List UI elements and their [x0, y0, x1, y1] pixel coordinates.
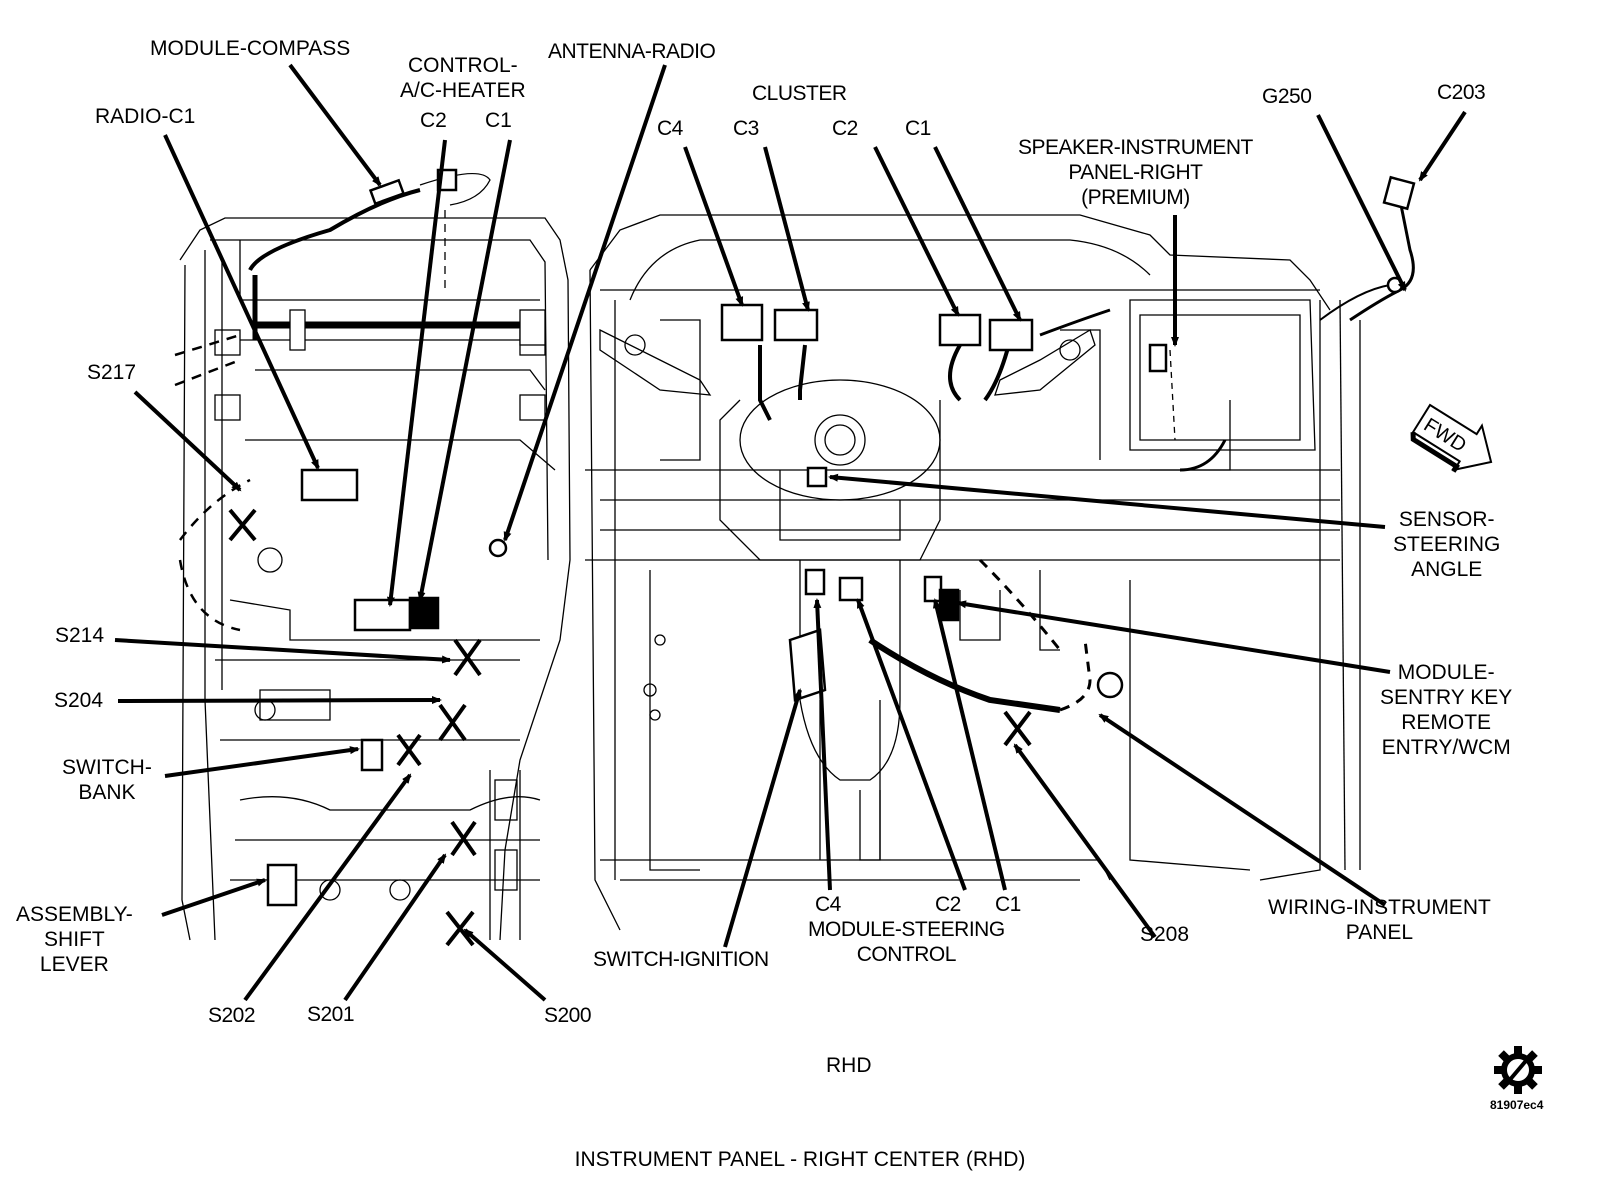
connector-cluster-c4 [720, 303, 764, 342]
label-cluster-c1: C1 [905, 117, 931, 140]
label-steer-c1: C1 [995, 893, 1021, 916]
connectors [266, 168, 1416, 907]
leader-steer-c4 [813, 598, 832, 891]
label-control-ac-heater: CONTROL- A/C-HEATER [400, 54, 526, 102]
dash-structure-right [589, 214, 1331, 311]
leader-cluster-c4 [683, 146, 744, 307]
connector-steer-c1 [923, 575, 943, 603]
splice-s201 [450, 820, 477, 857]
connector-module-compass [368, 178, 406, 206]
instrument-panel-line-art [174, 172, 1415, 941]
connector-shift-lever [266, 863, 298, 907]
label-cluster: CLUSTER [752, 82, 847, 105]
label-speaker-instrument-panel-right: SPEAKER-INSTRUMENT PANEL-RIGHT (PREMIUM) [1018, 136, 1253, 209]
label-module-steering-control: MODULE-STEERING CONTROL [808, 918, 1005, 966]
connector-radio-c1 [300, 468, 359, 502]
connector-cluster-c3 [773, 308, 819, 342]
label-switch-ignition: SWITCH-IGNITION [593, 948, 769, 971]
label-cluster-c2: C2 [832, 117, 858, 140]
connector-sensor-steering [806, 466, 828, 488]
connector-speaker [1148, 343, 1168, 373]
label-antenna-radio: ANTENNA-RADIO [548, 40, 716, 63]
connector-c203 [1382, 175, 1416, 211]
leader-antenna-radio [503, 64, 667, 542]
leader-s217 [133, 390, 242, 492]
label-s217: S217 [87, 361, 137, 384]
label-ac-c1: C1 [485, 109, 512, 132]
leader-c203 [1418, 110, 1467, 182]
leader-cluster-c1 [933, 146, 1022, 322]
leader-lines [114, 63, 1467, 1002]
connector-cluster-c1 [988, 318, 1034, 352]
label-module-compass: MODULE-COMPASS [150, 37, 351, 60]
label-cluster-c4: C4 [657, 117, 683, 140]
leader-s200 [463, 928, 547, 1002]
figure-code: 81907ec4 [1490, 1098, 1544, 1112]
leader-cluster-c2 [873, 146, 960, 317]
label-s214: S214 [55, 624, 105, 647]
leader-s204 [117, 696, 442, 705]
label-switch-bank: SWITCH- BANK [62, 756, 152, 804]
connector-wiring-ip [1096, 671, 1124, 699]
steering-column-hub [739, 379, 941, 501]
leader-s214 [114, 638, 452, 664]
label-wiring-instrument-panel: WIRING-INSTRUMENT PANEL [1268, 896, 1491, 944]
leader-ac-c2 [386, 139, 447, 607]
label-s202: S202 [208, 1004, 256, 1027]
leader-ac-c1 [417, 139, 512, 602]
connector-antenna [488, 538, 508, 558]
splice-s214 [453, 638, 482, 677]
leader-steer-c1 [932, 598, 1007, 891]
connector-ignition [788, 628, 827, 702]
leader-shift-lever [161, 878, 267, 917]
label-module-sentry-key: MODULE- SENTRY KEY REMOTE ENTRY/WCM [1380, 661, 1513, 759]
label-steer-c2: C2 [935, 893, 961, 916]
label-g250: G250 [1262, 85, 1312, 108]
leader-cluster-c3 [763, 146, 810, 312]
leader-steer-c2 [856, 598, 967, 891]
connector-ac-c1 [408, 596, 440, 630]
leader-switch-ignition [723, 688, 802, 948]
connector-cluster-c2 [938, 313, 982, 347]
label-ac-c2: C2 [420, 109, 447, 132]
center-stack-frame [179, 217, 571, 941]
label-s200: S200 [544, 1004, 592, 1027]
splice-s202 [396, 733, 422, 767]
connector-steer-c4 [804, 568, 826, 596]
connector-switch-bank [360, 738, 384, 772]
label-s208: S208 [1140, 923, 1190, 946]
label-steer-c4: C4 [815, 893, 841, 916]
leader-switch-bank [164, 746, 360, 778]
splice-markers [228, 508, 1032, 947]
label-s201: S201 [307, 1003, 355, 1026]
splice-s217 [228, 508, 257, 542]
leader-module-compass [288, 63, 382, 187]
label-radio-c1: RADIO-C1 [95, 105, 196, 128]
leader-sensor-steering [828, 473, 1386, 529]
label-assembly-shift-lever: ASSEMBLY- SHIFT LEVER [16, 903, 133, 976]
splice-s204 [438, 703, 467, 742]
leader-s202 [243, 773, 412, 1002]
connector-ac-c2 [353, 598, 412, 632]
label-c203: C203 [1437, 81, 1486, 104]
service-gear-icon [1494, 1046, 1542, 1094]
leader-s201 [343, 853, 447, 1002]
leader-radio-c1 [163, 134, 320, 470]
leader-s208 [1013, 743, 1157, 939]
leader-sentry-key [956, 600, 1391, 674]
label-sensor-steering-angle: SENSOR- STEERING ANGLE [1393, 508, 1501, 581]
view-label-rhd: RHD [826, 1054, 872, 1077]
label-cluster-c3: C3 [733, 117, 759, 140]
leader-wiring-ip [1098, 713, 1387, 907]
fwd-direction-arrow: FWD [1410, 403, 1493, 473]
connector-steer-c2 [838, 576, 864, 602]
connector-sentry-key [938, 588, 960, 622]
splice-s208 [1003, 710, 1032, 747]
label-s204: S204 [54, 689, 104, 712]
diagram-title: INSTRUMENT PANEL - RIGHT CENTER (RHD) [574, 1148, 1026, 1171]
splice-s200 [445, 910, 475, 947]
leader-g250 [1316, 114, 1407, 292]
